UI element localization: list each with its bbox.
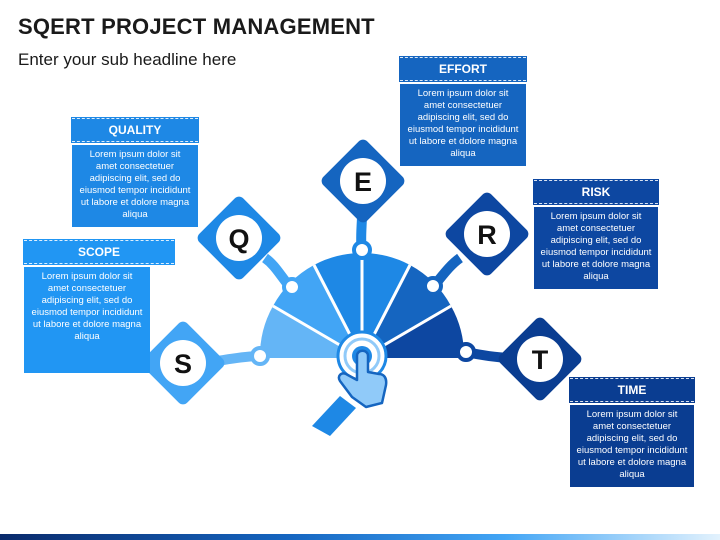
page-title: SQERT PROJECT MANAGEMENT <box>18 14 375 39</box>
effort-box: EFFORT Lorem ipsum dolor sit amet consec… <box>399 56 550 166</box>
time-box: TIME Lorem ipsum dolor sit amet consecte… <box>569 377 720 487</box>
risk-title: RISK <box>533 179 659 205</box>
risk-box: RISK Lorem ipsum dolor sit amet consecte… <box>533 179 684 289</box>
quality-text: Lorem ipsum dolor sit amet consectetuer … <box>72 145 198 227</box>
time-title: TIME <box>569 377 695 403</box>
quality-title: QUALITY <box>71 117 199 143</box>
letter-s: S <box>174 349 192 379</box>
fan-segment-scope <box>259 306 362 358</box>
diamond-r <box>445 192 529 276</box>
scope-text: Lorem ipsum dolor sit amet consectetuer … <box>24 267 150 373</box>
scope-box: SCOPE Lorem ipsum dolor sit amet consect… <box>23 239 175 373</box>
letter-q: Q <box>228 224 249 254</box>
connector-dots <box>250 240 476 366</box>
fan-segment-time <box>362 306 465 358</box>
diamond-s <box>141 321 225 405</box>
scope-title: SCOPE <box>23 239 175 265</box>
effort-title: EFFORT <box>399 56 527 82</box>
effort-text: Lorem ipsum dolor sit amet consectetuer … <box>400 84 526 166</box>
page-subtitle: Enter your sub headline here <box>18 50 237 69</box>
risk-text: Lorem ipsum dolor sit amet consectetuer … <box>534 207 658 289</box>
time-text: Lorem ipsum dolor sit amet consectetuer … <box>570 405 694 487</box>
diamond-q <box>197 196 281 280</box>
bottom-accent-bar <box>0 534 720 540</box>
diamond-e <box>321 139 405 223</box>
letter-t: T <box>532 345 549 375</box>
diamond-t <box>498 317 582 401</box>
letter-r: R <box>477 220 497 250</box>
quality-box: QUALITY Lorem ipsum dolor sit amet conse… <box>71 117 222 227</box>
letter-e: E <box>354 167 372 197</box>
hand-pointer-icon <box>312 330 388 436</box>
